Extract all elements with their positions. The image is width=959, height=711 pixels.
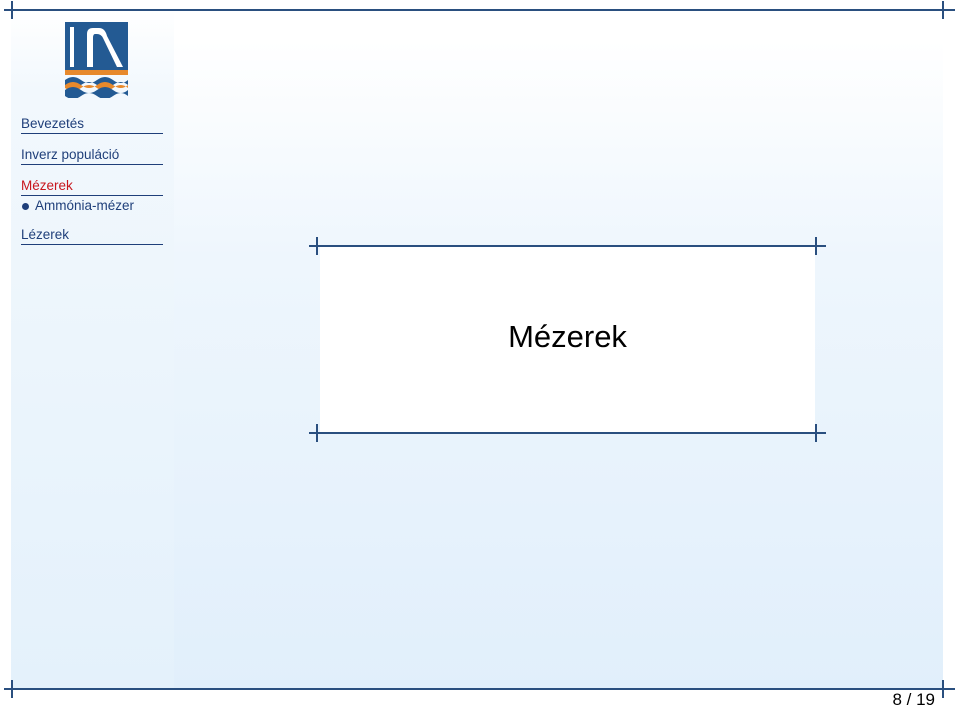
nav-section-bevezetes[interactable]: Bevezetés	[21, 116, 163, 134]
top-left-tick	[11, 1, 13, 19]
title-box-top-left-tick	[316, 237, 318, 255]
nav-section-mezerek[interactable]: Mézerek	[21, 178, 163, 196]
sidebar-panel	[11, 10, 174, 689]
section-navigation: Bevezetés Inverz populáció Mézerek Ammón…	[21, 116, 163, 258]
page-number: 8 / 19	[892, 690, 935, 709]
nav-section-inverz-populacio[interactable]: Inverz populáció	[21, 147, 163, 165]
top-right-tick	[942, 1, 944, 19]
institution-logo	[65, 22, 128, 98]
title-box-top-right-tick	[815, 237, 817, 255]
title-box-bottom-line	[309, 432, 826, 434]
title-box-bottom-left-tick	[316, 424, 318, 442]
nav-section-lezerek[interactable]: Lézerek	[21, 227, 163, 245]
title-box-top-line	[309, 245, 826, 247]
section-title-box	[320, 246, 815, 433]
nav-subsection-label: Ammónia-mézer	[35, 198, 135, 213]
bullet-icon	[22, 202, 29, 210]
top-frame-line	[4, 9, 955, 11]
nav-subsection-ammonia-mezer[interactable]: Ammónia-mézer	[21, 198, 163, 214]
bottom-left-tick	[11, 680, 13, 698]
bottom-frame-line	[4, 688, 955, 690]
title-box-bottom-right-tick	[815, 424, 817, 442]
section-title: Mézerek	[508, 319, 627, 354]
bottom-right-tick	[942, 680, 944, 698]
